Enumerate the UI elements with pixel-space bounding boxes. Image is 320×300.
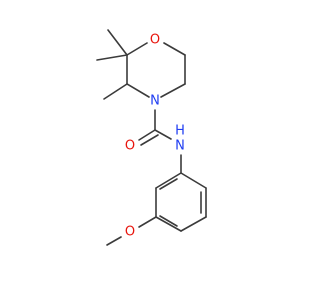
bond-c3-methyl — [103, 83, 128, 100]
atom-h-amide: H — [175, 124, 185, 139]
atom-o-ring: O — [150, 33, 160, 48]
bond-ar-inner-2 — [159, 215, 178, 227]
atom-n-ring: N — [150, 94, 160, 109]
atom-o-methoxy: O — [125, 225, 135, 240]
bond-c2-methyl-b — [96, 54, 128, 61]
atom-o-carbonyl: O — [125, 139, 135, 154]
bond-o1-c6 — [163, 42, 186, 56]
atom-o-methoxy-label: O — [125, 225, 135, 240]
atom-n-amide: N — [175, 139, 185, 154]
bond-ar-o-methoxy — [138, 216, 157, 228]
bond-carbonyl-double-2 — [140, 134, 159, 146]
bond-carbonyl-c-n — [154, 129, 172, 140]
bond-c2-methyl-a — [107, 29, 128, 56]
bond-ar-c6-c1 — [155, 172, 182, 189]
atom-h-amide-label: H — [175, 124, 185, 139]
atom-n-ring-label: N — [150, 94, 160, 109]
atom-o-carbonyl-label: O — [125, 139, 135, 154]
bond-carbonyl-double-1 — [138, 129, 156, 141]
bond-o-methyl — [106, 236, 122, 246]
bond-n4-c3 — [126, 83, 150, 98]
atom-labels: O N O N H O — [125, 33, 185, 240]
molecule-canvas: O N O N H O — [96, 29, 207, 246]
bond-ar-c4-c5 — [155, 216, 182, 232]
bond-c2-o1 — [126, 42, 148, 56]
atom-o-ring-label: O — [150, 33, 160, 48]
bonds — [96, 29, 207, 246]
bond-ar-c3-c4 — [180, 216, 207, 232]
bond-ar-c1-c2 — [180, 172, 207, 189]
bond-ar-inner-3 — [159, 178, 178, 190]
bond-c5-n4 — [160, 83, 186, 98]
atom-n-amide-label: N — [175, 139, 185, 154]
structure-diagram: O N O N H O — [96, 29, 207, 246]
